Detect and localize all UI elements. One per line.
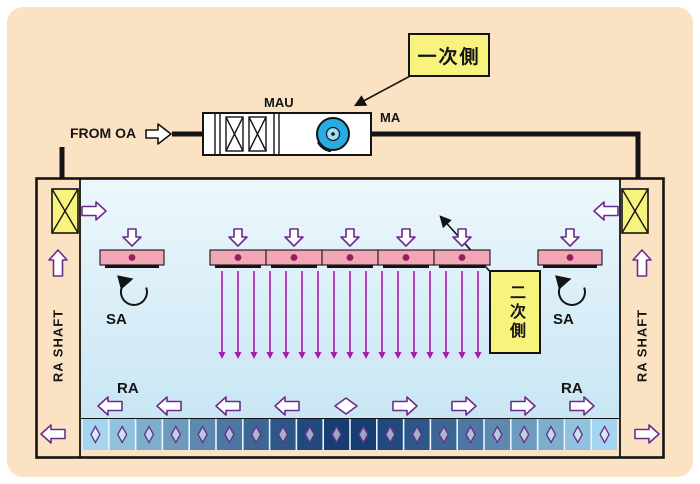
floor-airflow-diamond-icon <box>545 425 557 444</box>
circulation-arrows <box>40 201 660 444</box>
airflow-right-arrow-icon <box>510 396 536 416</box>
floor-airflow-diamond-icon <box>438 425 450 444</box>
primary-side-text: 一次側 <box>417 46 481 68</box>
floor-airflow-diamond-icon <box>116 425 128 444</box>
floor-airflow-diamond-icon <box>572 425 584 444</box>
airflow-down-arrow-icon <box>560 228 580 247</box>
primary-side-callout: 一次側 <box>408 33 490 77</box>
airflow-down-arrow-icon <box>452 228 472 247</box>
floor-airflow-diamond-icon <box>384 425 396 444</box>
floor-airflow-diamond-icon <box>331 425 342 444</box>
airflow-down-arrow-icon <box>284 228 304 247</box>
sa-swirl-right-icon <box>555 275 586 306</box>
airflow-left-arrow-icon <box>97 396 123 416</box>
airflow-down-arrow-icon <box>396 228 416 247</box>
left-shaft-fan-icon <box>51 188 79 234</box>
floor-airflow-diamond-icon <box>143 425 155 444</box>
airflow-right-arrow-icon <box>451 396 477 416</box>
ra-right-label: RA <box>561 380 583 397</box>
airflow-left-arrow-icon <box>274 396 300 416</box>
airflow-right-arrow-icon <box>634 424 660 444</box>
floor-airflow-diamond-icon <box>599 425 610 444</box>
mau-unit <box>202 112 372 156</box>
secondary-side-callout: 二次側 <box>489 270 541 354</box>
floor-airflow-diamond-icon <box>518 425 530 444</box>
airflow-down-arrow-icon <box>340 228 360 247</box>
ra-shaft-right-label: RA SHAFT <box>634 308 650 383</box>
floor-airflow-diamond-icon <box>358 425 369 444</box>
ffu-fan-icon <box>402 254 410 261</box>
airflow-left-arrow-icon <box>156 396 182 416</box>
ffu-fan-icon <box>566 254 574 261</box>
airflow-right-arrow-icon <box>569 396 595 416</box>
sa-swirl-left-icon <box>117 275 148 306</box>
ma-duct <box>371 131 641 178</box>
ffu-fan-icon <box>458 254 466 261</box>
floor-airflow-diamond-icon <box>170 425 182 444</box>
sa-left-label: SA <box>106 311 127 328</box>
secondary-side-text: 二次側 <box>507 283 524 341</box>
floor-airflow-diamond-icon <box>224 425 235 444</box>
airflow-up-arrow-icon <box>48 249 68 277</box>
ceiling-supply-arrows <box>122 228 580 247</box>
ffu-fan-icon <box>290 254 298 261</box>
mau-label: MAU <box>264 95 294 110</box>
floor-airflow-diamond-icon <box>465 425 476 444</box>
floor-tiles <box>82 419 618 450</box>
airflow-down-arrow-icon <box>228 228 248 247</box>
from-oa-label: FROM OA <box>70 125 137 141</box>
floor-airflow-diamond-icon <box>277 425 289 444</box>
airflow-diamond-icon <box>334 397 358 415</box>
airflow-left-arrow-icon <box>215 396 241 416</box>
floor-airflow-diamond-icon <box>411 425 423 444</box>
primary-side-pointer <box>353 74 413 107</box>
sa-right-label: SA <box>553 311 574 328</box>
fan-filter-units <box>99 249 603 268</box>
floor-airflow-diamond-icon <box>197 425 208 444</box>
raised-floor <box>82 419 618 450</box>
floor-airflow-diamond-icon <box>492 425 503 444</box>
downflow-arrows <box>218 271 482 359</box>
airflow-left-arrow-icon <box>593 201 619 221</box>
floor-airflow-diamond-icon <box>304 425 316 444</box>
ra-shaft-left-label: RA SHAFT <box>50 308 66 383</box>
right-shaft-fan-icon <box>621 188 649 234</box>
floor-airflow-diamond-icon <box>90 425 101 444</box>
airflow-down-arrow-icon <box>122 228 142 247</box>
ffu-fan-icon <box>346 254 354 261</box>
ma-label: MA <box>380 110 401 125</box>
room-outer-wall <box>35 177 665 459</box>
ffu-fan-icon <box>128 254 136 261</box>
mau-filter-icon <box>225 116 244 152</box>
mau-filter-icon <box>248 116 267 152</box>
secondary-side-pointer <box>439 215 495 277</box>
ra-left-label: RA <box>117 380 139 397</box>
from-oa-arrow-icon <box>145 123 172 145</box>
airflow-left-arrow-icon <box>40 424 66 444</box>
airflow-up-arrow-icon <box>632 249 652 277</box>
airflow-right-arrow-icon <box>81 201 107 221</box>
ffu-fan-icon <box>234 254 242 261</box>
floor-airflow-diamond-icon <box>250 425 262 444</box>
airflow-right-arrow-icon <box>392 396 418 416</box>
